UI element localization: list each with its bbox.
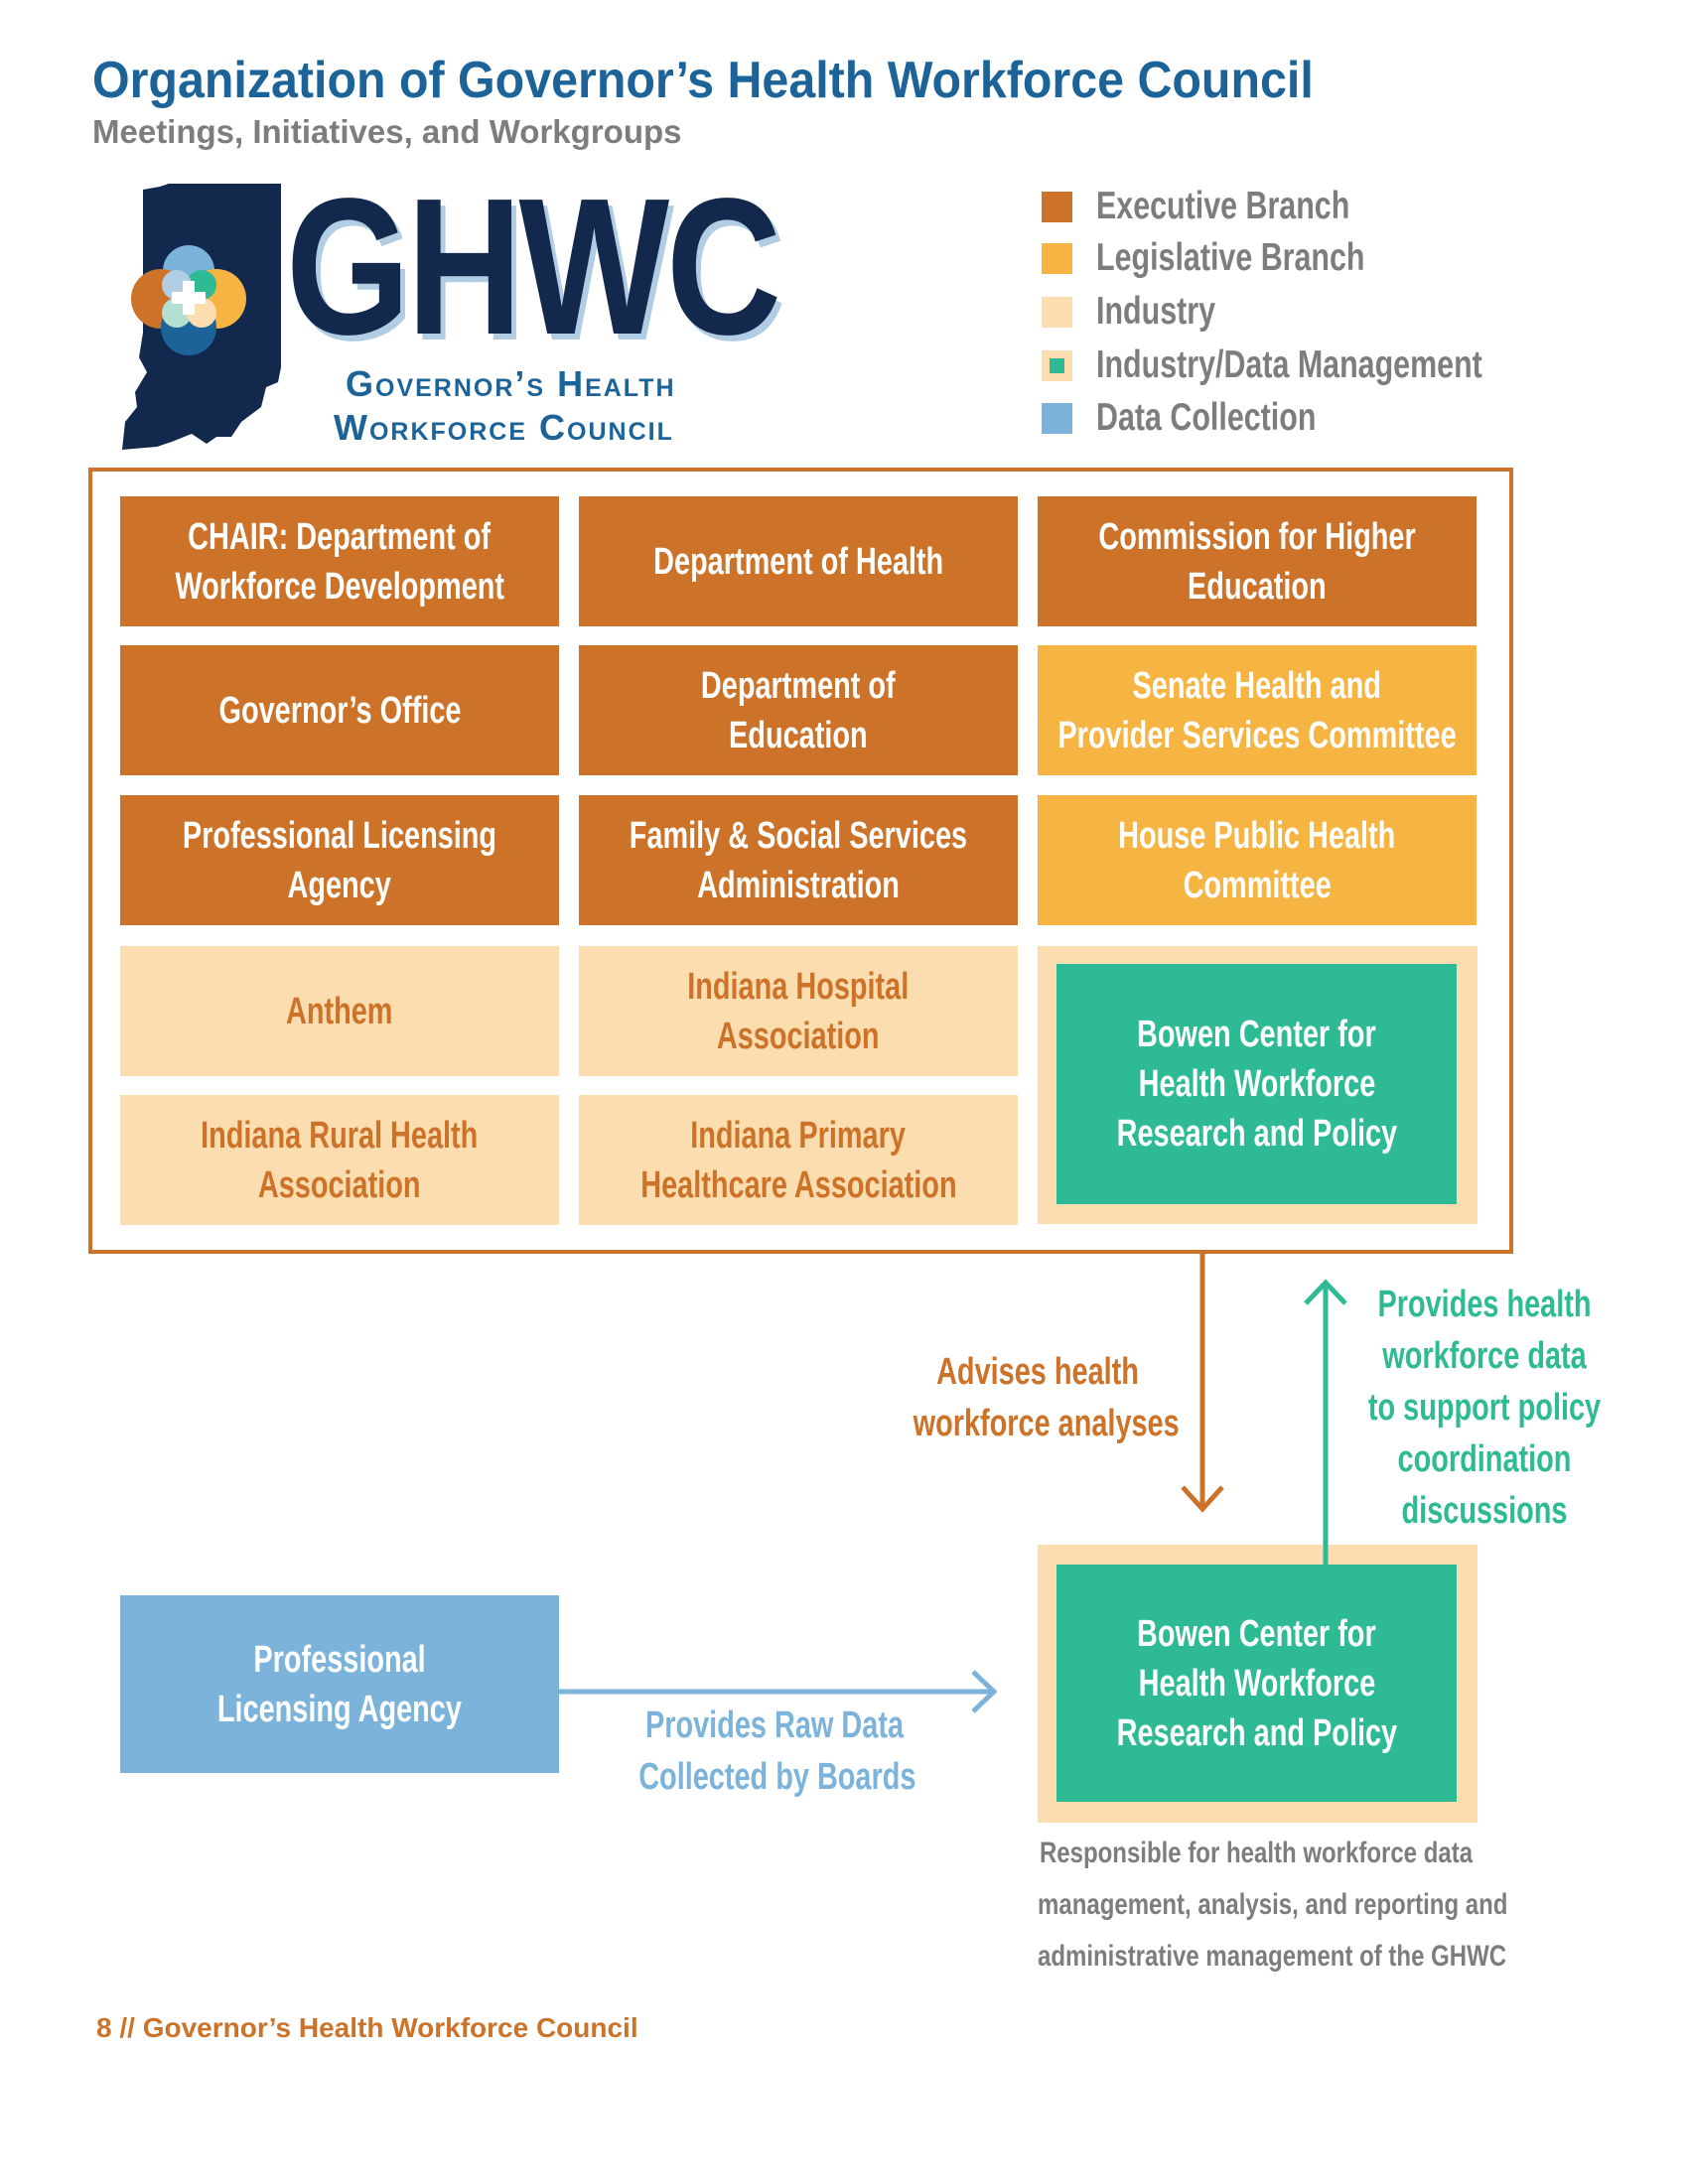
text-line: Administration <box>697 864 900 906</box>
text-line: Family & Social Services <box>629 814 968 857</box>
text-line: Bowen Center for <box>1137 1014 1376 1055</box>
text-line: discussions <box>1401 1490 1568 1532</box>
text-line: Agency <box>287 864 392 906</box>
ghwc-logo: GHWC Governor’s Health Workforce Council <box>117 170 781 452</box>
text-line: Bowen Center for <box>1137 1612 1376 1655</box>
text-line: Education <box>1188 565 1327 608</box>
logo-acronym: GHWC <box>286 158 781 375</box>
legend-swatch <box>1042 242 1072 274</box>
text-line: Collected by Boards <box>638 1756 916 1798</box>
council-member-chair: CHAIR: Department of Workforce Developmen… <box>120 496 559 626</box>
text-line: Research and Policy <box>1116 1113 1397 1155</box>
council-members-box <box>88 468 1513 1254</box>
legend-swatch <box>1042 191 1072 222</box>
text-line: Education <box>729 714 868 756</box>
provides-data-label: Provides health workforce data to support … <box>1331 1279 1638 1537</box>
legend-swatch <box>1042 296 1072 328</box>
text-line: Research and Policy <box>1116 1711 1397 1754</box>
text-line: Advises health <box>936 1351 1139 1393</box>
text-line: Provides health <box>1377 1284 1592 1325</box>
council-member-education: Department of Education <box>579 645 1018 775</box>
advises-label: Advises health workforce analyses <box>874 1346 1201 1449</box>
text-line: to support policy <box>1367 1387 1602 1429</box>
page-title: Organization of Governor’s Health Workfo… <box>92 52 1314 109</box>
logo-line-1: Governor’s Health <box>346 363 676 404</box>
text-line: Health Workforce <box>1138 1063 1375 1105</box>
bowen-responsibility-note: Responsible for health workforce data man… <box>983 1828 1529 1982</box>
text-line: workforce data <box>1382 1335 1587 1377</box>
text-line: Professional Licensing <box>182 814 497 857</box>
text-line: Indiana Rural Health <box>201 1114 479 1157</box>
logo-line-2: Workforce Council <box>334 407 674 448</box>
legend-swatch <box>1042 349 1072 381</box>
text-line: Committee <box>1183 864 1332 906</box>
legend-item-executive: Executive Branch <box>1042 185 1421 227</box>
text-line: administrative management of the GHWC <box>1038 1940 1507 1973</box>
text-line: Governor’s Office <box>218 689 461 732</box>
text-line: CHAIR: Department of <box>188 515 492 558</box>
legend-swatch <box>1042 402 1072 434</box>
text-line: Health Workforce <box>1138 1662 1375 1705</box>
text-line: Workforce Development <box>175 565 504 608</box>
legend-label: Data Collection <box>1096 396 1317 439</box>
legend-label: Executive Branch <box>1096 185 1350 227</box>
legend-item-legislative: Legislative Branch <box>1042 236 1441 279</box>
legend-label: Legislative Branch <box>1096 236 1365 279</box>
raw-data-arrow <box>559 1670 998 1713</box>
legend-item-industry-data: Industry/Data Management <box>1042 343 1591 386</box>
council-member-governor: Governor’s Office <box>120 645 559 775</box>
legend-item-data-collection: Data Collection <box>1042 396 1378 439</box>
text-line: Healthcare Association <box>639 1163 957 1206</box>
legend-item-industry: Industry <box>1042 290 1249 333</box>
council-member-anthem: Anthem <box>120 946 559 1076</box>
text-line: Responsible for health workforce data <box>1039 1837 1474 1869</box>
legend-label: Industry <box>1096 290 1216 333</box>
text-line: Department of <box>701 664 896 707</box>
text-line: Senate Health and <box>1132 664 1382 707</box>
text-line: Association <box>258 1163 421 1206</box>
page-footer: 8 // Governor’s Health Workforce Council <box>96 2012 638 2043</box>
text-line: Provider Services Committee <box>1057 714 1457 756</box>
page-subtitle: Meetings, Initiatives, and Workgroups <box>92 113 682 150</box>
text-line: workforce analyses <box>913 1403 1180 1444</box>
advises-arrow <box>1181 1254 1224 1513</box>
text-line: management, analysis, and reporting and <box>1038 1888 1508 1921</box>
text-line: Anthem <box>286 990 393 1032</box>
council-member-health: Department of Health <box>579 496 1018 626</box>
indiana-map-icon <box>122 184 281 450</box>
text-line: coordination <box>1397 1438 1572 1480</box>
text-line: Department of Health <box>652 540 944 583</box>
text-line: Professional <box>253 1638 426 1681</box>
text-line: Indiana Primary <box>690 1114 907 1157</box>
text-line: Association <box>717 1015 880 1057</box>
text-line: Licensing Agency <box>216 1688 463 1730</box>
text-line: House Public Health <box>1118 814 1396 857</box>
text-line: Commission for Higher <box>1098 515 1416 558</box>
text-line: Provides Raw Data <box>644 1705 905 1746</box>
legend-label: Industry/Data Management <box>1096 343 1482 386</box>
provides-data-arrow <box>1304 1279 1347 1565</box>
text-line: Indiana Hospital <box>687 965 910 1008</box>
